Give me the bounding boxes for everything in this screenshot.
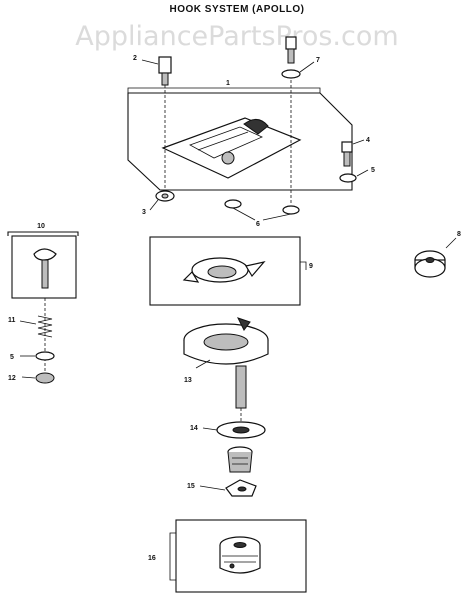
callout-11: 11 [8,317,16,324]
part-9-frame [149,236,301,306]
thread-guide-shaft [41,259,49,289]
leader-12 [21,376,36,379]
part-5b-washer: 5 [10,351,55,361]
leader-15 [199,485,226,491]
screw-7-shaft [287,48,295,64]
part-16-group: 16 [148,519,307,593]
gear-16-teeth [222,555,258,563]
callout-5b: 5 [10,354,14,361]
callout-3: 3 [142,209,146,216]
bobbin-case-tab-right [245,261,266,278]
callout-9: 9 [309,263,313,270]
part-8-bobbin: 8 [414,231,461,278]
washer-14-hole [232,426,250,434]
thread-guide-lever [33,248,57,261]
leader-8 [445,237,457,249]
washer-7 [281,69,301,79]
washer-5-left [35,351,55,361]
part-15-clamp: 15 [187,479,257,497]
part-2-pin: 2 [133,55,172,190]
spring-11 [37,315,53,338]
gear-teeth [232,457,248,465]
part-16-frame [175,519,307,593]
bed-plate-group: 1 [127,80,353,191]
part-7-screw: 7 [281,36,320,205]
part-4-screw: 4 5 [339,137,375,183]
gear-body [227,451,253,473]
part-9-group: 9 [149,236,313,306]
bed-plate-spring [243,119,269,135]
part-14-washer: 14 [190,421,266,439]
callout-13: 13 [184,377,192,384]
leader-3 [149,199,159,211]
callout-4: 4 [366,137,370,144]
leader-4 [352,139,365,145]
callout-10: 10 [37,223,45,230]
pin-head [158,56,172,74]
bobbin-case-center [207,265,237,279]
clamp-15-hole [237,486,247,492]
leader-13 [195,359,211,369]
hook-gear [227,446,253,473]
leader-6a [232,207,256,221]
part-16-bracket [169,532,176,581]
callout-12: 12 [8,375,16,382]
part-6-washers: 6 [224,199,300,228]
pin-shaft [161,72,169,86]
part-12-nut: 12 [8,372,55,384]
leader-14 [202,427,218,431]
leader-2 [141,59,159,65]
gear-16-hole [233,542,247,548]
callout-5: 5 [371,167,375,174]
bobbin-8-hole [425,257,435,263]
bed-plate-slot [189,126,263,159]
hook-point [237,317,251,331]
part-13-hook: 13 [183,317,269,425]
watermark-text: AppliancePartsPros.com [75,21,398,52]
part-11-spring: 11 [8,315,53,338]
callout-15: 15 [187,483,195,490]
bed-plate-hole [221,151,235,165]
gear-16-setscrew [229,563,235,569]
callout-7: 7 [316,57,320,64]
screw-4-shaft [343,151,351,167]
diagram-title: HOOK SYSTEM (APOLLO) [170,4,305,15]
part-10-frame [11,235,77,299]
hook-inner [203,333,249,351]
gear-16-body [219,545,261,574]
part-10-bracket [7,231,79,236]
callout-1: 1 [226,80,230,87]
bed-plate-line [197,131,249,151]
part-3-washer: 3 [142,190,175,216]
callout-16: 16 [148,555,156,562]
bed-plate-bracket [127,87,321,93]
leader-5 [356,169,369,177]
washer-5 [339,173,357,183]
screw-4-head [341,141,353,153]
hook-rim [183,340,269,365]
washer-6-left [224,199,242,209]
bobbin-case-tab-left [182,271,200,283]
washer-3-hole [161,193,169,199]
callout-14: 14 [190,425,198,432]
part-9-bracket [300,261,307,270]
nut-12 [35,372,55,384]
callout-2: 2 [133,55,137,62]
washer-6-right [282,205,300,215]
screw-7-head [285,36,297,50]
leader-6b [262,213,292,221]
leader-7 [299,61,315,73]
callout-6: 6 [256,221,260,228]
callout-8: 8 [457,231,461,238]
bed-plate [161,117,302,179]
part-10-group: 10 [7,223,79,380]
leader-11 [19,320,37,325]
hook-shaft [235,365,247,409]
